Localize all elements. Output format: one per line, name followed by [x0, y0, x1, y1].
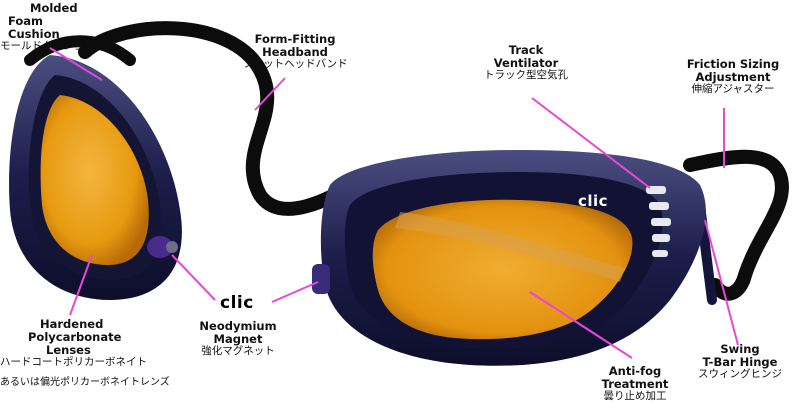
label-friction-line1: Friction Sizing — [686, 57, 780, 71]
left-eyecup — [9, 55, 182, 300]
label-track-ventilator: Track Ventilator トラック型空気孔 — [466, 44, 586, 82]
label-track-line1: Track — [508, 43, 544, 57]
label-track-jp: トラック型空気孔 — [484, 68, 568, 81]
label-swing-line1: Swing — [720, 342, 760, 356]
label-swing-t-bar-hinge: Swing T-Bar Hinge スウィングヒンジ — [684, 343, 796, 381]
label-antifog-line2: Treatment — [601, 376, 669, 391]
headband-strap-back — [24, 35, 136, 66]
label-molded-foam-cushion: Molded Foam Cushion モールドクッション — [0, 1, 95, 52]
label-magnet-jp: 強化マグネット — [201, 344, 275, 357]
label-form-fitting-headband: Form-Fitting Headband フィットヘッドバンド — [240, 33, 350, 71]
label-lenses-line2: Polycarbonate — [28, 329, 122, 344]
label-lenses-jp2: あるいは偏光ポリカーボネイトレンズ — [0, 377, 170, 389]
left-lens — [40, 95, 149, 265]
label-molded-line2: Foam Cushion — [8, 13, 60, 41]
brand-logo-caption: clic — [220, 293, 254, 313]
side-strap — [683, 149, 789, 301]
label-antifog-line1: Anti-fog — [608, 364, 662, 378]
label-anti-fog-treatment: Anti-fog Treatment 曇り止め加工 — [585, 365, 685, 403]
label-swing-line2: T-Bar Hinge — [702, 354, 778, 369]
right-eyecup — [312, 150, 706, 366]
label-hardened-polycarbonate-lenses: Hardened Polycarbonate Lenses ハードコートポリカー… — [0, 317, 170, 389]
label-swing-jp: スウィングヒンジ — [698, 367, 782, 380]
label-headband-jp: フィットヘッドバンド — [242, 57, 348, 70]
label-molded-line1: Molded — [30, 1, 78, 15]
label-friction-jp: 伸縮アジャスター — [691, 82, 775, 95]
leader-lines — [49, 47, 739, 359]
label-lenses-line1: Hardened — [40, 317, 104, 331]
label-track-line2: Ventilator — [493, 55, 559, 70]
label-friction-line2: Adjustment — [695, 69, 771, 84]
label-magnet-line2: Magnet — [213, 331, 263, 346]
label-magnet-line1: Neodymium — [199, 319, 277, 333]
label-lenses-jp: ハードコートポリカーボネイト — [0, 355, 147, 368]
headband-strap — [78, 21, 367, 216]
right-lens — [372, 199, 633, 340]
label-lenses-line3: Lenses — [46, 342, 91, 357]
label-antifog-jp: 曇り止め加工 — [603, 389, 667, 402]
label-friction-sizing-adjustment: Friction Sizing Adjustment 伸縮アジャスター — [672, 58, 794, 96]
label-neodymium-magnet: Neodymium Magnet 強化マグネット — [188, 320, 288, 358]
label-molded-jp: モールドクッション — [0, 39, 95, 52]
label-headband-line2: Headband — [262, 44, 328, 59]
label-headband-line1: Form-Fitting — [254, 32, 336, 46]
brand-logo-lens: clic — [578, 192, 609, 210]
